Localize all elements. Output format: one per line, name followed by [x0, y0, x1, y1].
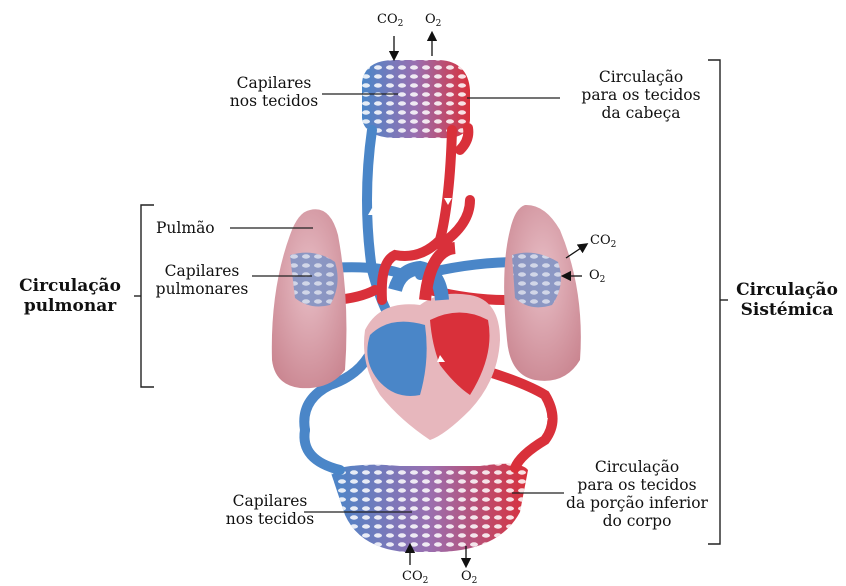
head-circulation-label: Circulação para os tecidos da cabeça — [572, 68, 710, 122]
co2-top-label: CO2 — [377, 12, 403, 29]
lung-label: Pulmão — [156, 219, 215, 237]
left-lung — [272, 209, 347, 388]
co2-lung-label: CO2 — [590, 233, 616, 250]
o2-lung-label: O2 — [589, 268, 605, 285]
o2-bottom-label: O2 — [461, 569, 477, 586]
pulmonary-circulation-label: Circulação pulmonar — [6, 276, 134, 316]
top-capillaries-label: Capilares nos tecidos — [222, 74, 326, 110]
bottom-capillary-bed — [330, 464, 528, 552]
co2-bottom-label: CO2 — [402, 569, 428, 586]
systemic-bracket — [708, 60, 728, 544]
systemic-circulation-label: Circulação Sistémica — [732, 280, 842, 320]
lower-body-circulation-label: Circulação para os tecidos da porção inf… — [563, 458, 711, 530]
pulmonary-capillaries-label: Capilares pulmonares — [152, 262, 252, 298]
pulmonary-bracket — [134, 205, 154, 387]
o2-top-label: O2 — [425, 12, 441, 29]
right-lung — [504, 205, 581, 381]
bottom-capillaries-label: Capilares nos tecidos — [218, 492, 322, 528]
